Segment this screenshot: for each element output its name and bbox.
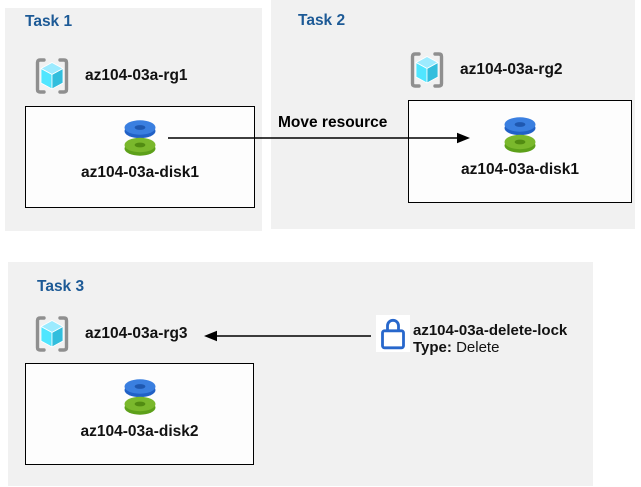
task2-panel: Task 2 az104-03a-rg2 [271, 0, 635, 229]
lock-icon [376, 315, 410, 352]
move-resource-label: Move resource [278, 114, 388, 131]
task3-title: Task 3 [37, 278, 85, 295]
task1-resource-group-label: az104-03a-rg1 [85, 67, 188, 84]
lock-type-value: Delete [456, 339, 500, 356]
task1-title: Task 1 [25, 13, 73, 30]
task1-resource-group: az104-03a-rg1 [32, 55, 188, 97]
task3-panel: Task 3 az104-03a-rg3 [8, 262, 593, 486]
disk-icon [117, 375, 163, 419]
task1-panel: Task 1 az104-03a-rg1 [5, 8, 262, 231]
task2-resource-box: az104-03a-disk1 [408, 100, 632, 203]
task3-resource-group-label: az104-03a-rg3 [85, 325, 188, 342]
task1-resource-box: az104-03a-disk1 [25, 106, 255, 208]
resource-group-icon [407, 49, 447, 91]
task3-disk-label: az104-03a-disk2 [80, 423, 199, 440]
disk-icon [117, 116, 163, 160]
task2-title: Task 2 [298, 12, 346, 29]
lock-annotation: az104-03a-delete-lock Type: Delete [413, 322, 567, 356]
disk-icon [497, 113, 543, 157]
lock-name: az104-03a-delete-lock [413, 322, 568, 339]
task2-disk-label: az104-03a-disk1 [460, 161, 580, 178]
task2-resource-group: az104-03a-rg2 [407, 49, 563, 91]
task1-disk-label: az104-03a-disk1 [80, 164, 200, 181]
lock-type-label: Type: [413, 339, 452, 356]
task3-resource-group: az104-03a-rg3 [32, 313, 188, 355]
resource-group-icon [32, 313, 72, 355]
task2-resource-group-label: az104-03a-rg2 [460, 61, 563, 78]
resource-group-icon [32, 55, 72, 97]
lock-type-line: Type: Delete [413, 339, 567, 356]
task3-resource-box: az104-03a-disk2 [25, 363, 254, 465]
